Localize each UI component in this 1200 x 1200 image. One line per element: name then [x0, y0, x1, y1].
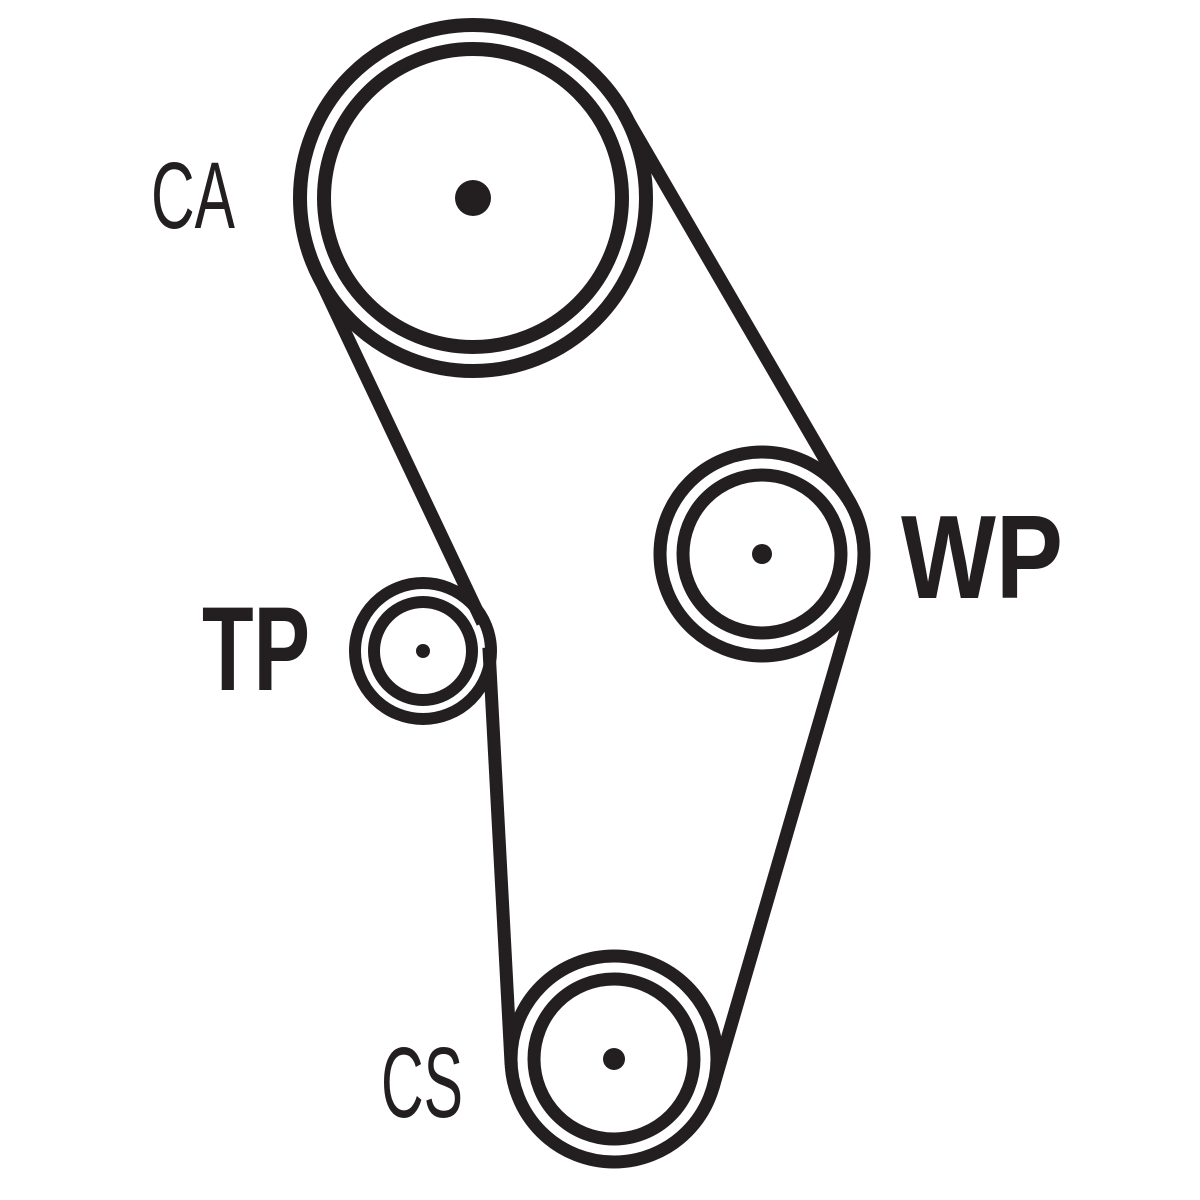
label-water-pump: WP — [901, 491, 1063, 624]
belt-run-segment — [310, 269, 489, 626]
pulley-inner-ring — [368, 596, 478, 706]
pulley-inner-ring — [527, 972, 701, 1146]
pulley-outer-rim — [504, 949, 724, 1169]
pulley-inner-ring — [317, 42, 629, 354]
pulley-water-pump — [653, 445, 871, 663]
belt-run-segment — [482, 647, 518, 1065]
pulley-outer-rim — [653, 445, 871, 663]
belt-run-segment — [616, 107, 856, 506]
label-crankshaft: CS — [381, 1027, 463, 1139]
pulley-tensioner-pulley — [349, 577, 497, 725]
belt-run-segment — [706, 580, 867, 1090]
pulley-outer-rim — [293, 18, 653, 378]
pulley-center-dot — [752, 544, 772, 564]
pulley-layer — [293, 18, 871, 1169]
label-layer: CA WP TP CS — [151, 143, 1063, 1139]
pulley-center-dot — [603, 1048, 625, 1070]
belt-layer — [310, 107, 867, 1090]
pulley-inner-ring — [676, 468, 848, 640]
pulley-camshaft — [293, 18, 653, 378]
pulley-outer-rim — [349, 577, 497, 725]
label-tensioner-pulley: TP — [202, 582, 310, 716]
label-camshaft: CA — [151, 143, 235, 249]
pulley-crankshaft — [504, 949, 724, 1169]
pulley-center-dot — [455, 180, 491, 216]
pulley-center-dot — [416, 644, 430, 658]
